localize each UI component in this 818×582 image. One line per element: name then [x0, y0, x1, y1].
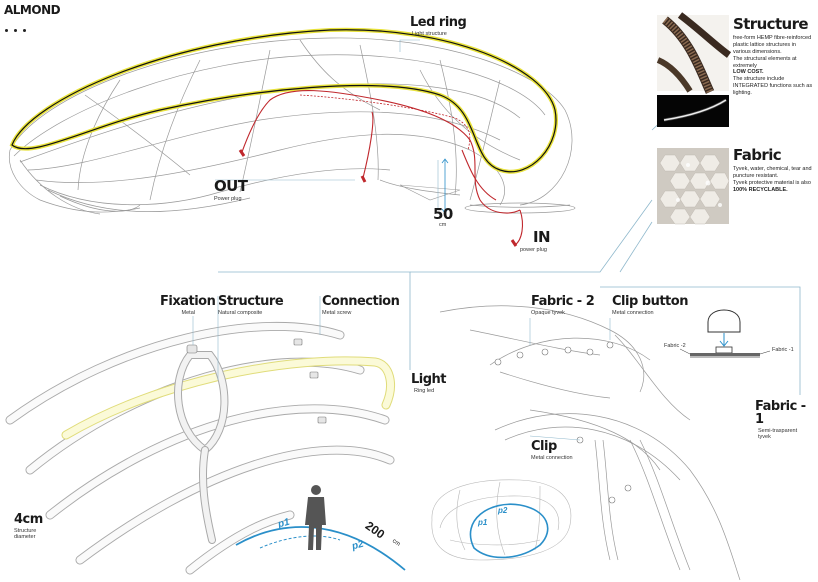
structure-panel: Structure free-form HEMP fibre-reinforce… [733, 17, 815, 97]
structure-detail-sub: Natural composite [218, 310, 263, 316]
out-label: OUT Power plug [214, 177, 248, 203]
clip-button-title: Clip button [612, 294, 688, 309]
p2-label-right: p2 [498, 506, 508, 515]
out-title: OUT [214, 177, 248, 195]
diameter-label: 4cm Structure diameter [14, 513, 44, 540]
led-ring [9, 27, 558, 174]
power-cables [241, 89, 524, 246]
fixation-sub: Metal [181, 310, 195, 316]
fabric1-small-label: Fabric -1 [772, 347, 794, 353]
fabric1-label: Fabric - 1 Semi-trasparent tyvek [755, 400, 818, 440]
structure-photo [656, 12, 732, 94]
fabric2-title: Fabric - 2 [531, 294, 595, 309]
light-sub: Ring led [414, 388, 435, 394]
clip-buttons [494, 341, 632, 504]
height-label: 50 cm [433, 205, 453, 229]
p1-label-right: p1 [478, 518, 488, 527]
structure-desc-4: The structure include INTEGRATED functio… [733, 76, 813, 96]
fabric2-label: Fabric - 2 Opaque tyvek [531, 294, 595, 316]
height-value: 50 [433, 205, 453, 223]
structure-title: Structure [733, 15, 809, 33]
page-title: ALMOND [4, 3, 61, 17]
led-strip-photo [657, 95, 729, 127]
led-ring-title: Led ring [410, 15, 467, 30]
person-silhouette [305, 485, 326, 550]
structure-desc-2: The structural elements at extremely [733, 55, 797, 69]
clip-label: Clip Metal connection [531, 440, 573, 461]
clip-button-section [679, 309, 771, 358]
fabric1-title: Fabric - 1 [755, 399, 806, 427]
diameter-title: 4cm [14, 512, 43, 527]
structure-desc-3: LOW COST. [733, 69, 764, 76]
fabric2-small-label: Fabric -2 [664, 343, 686, 349]
height-unit: cm [439, 222, 447, 228]
structure-desc-1: free-form HEMP fibre-reinforced plastic … [733, 35, 812, 55]
connection-label: Connection Metal screw [322, 294, 400, 316]
fabric-title: Fabric [733, 146, 782, 164]
in-sub: power plug [520, 247, 547, 253]
diameter-sub: Structure diameter [14, 528, 37, 541]
tube-structure [5, 321, 395, 575]
fabric-structure [439, 305, 741, 581]
fabric2-sub: Opaque tyvek [531, 310, 565, 316]
out-sub: Power plug [214, 196, 242, 202]
clip-button-sub: Metal connection [612, 310, 654, 316]
clip-button-label: Clip button Metal connection [612, 295, 688, 316]
light-title: Light [411, 372, 447, 387]
fixation-label: Fixation Metal [160, 294, 216, 316]
connectors [186, 338, 327, 424]
in-label: IN power plug [506, 228, 551, 254]
light-label: Light Ring led [411, 372, 447, 394]
connection-title: Connection [322, 294, 400, 309]
fabric-photo [657, 148, 730, 225]
fabric-panel: Fabric Tyvek, water, chemical, tear and … [733, 148, 815, 194]
led-ring-label: Led ring Light structure [410, 15, 467, 37]
clip-title: Clip [531, 439, 557, 454]
fabric1-sub: Semi-trasparent tyvek [758, 428, 798, 441]
fabric-desc-2: Tyvek protective material is also [733, 179, 811, 186]
led-ring-sub: Light structure [412, 31, 447, 37]
small-overview [431, 479, 572, 561]
overview-lattice [8, 37, 573, 215]
fabric-desc-1: Tyvek, water, chemical, tear and punctur… [733, 166, 812, 179]
fixation-title: Fixation [160, 294, 216, 309]
clip-sub: Metal connection [531, 455, 573, 461]
connection-sub: Metal screw [322, 310, 352, 316]
in-title: IN [533, 228, 551, 246]
structure-detail-title: Structure [218, 294, 284, 309]
title-dots [5, 19, 32, 37]
fabric-desc-3: 100% RECYCLABLE. [733, 186, 788, 193]
structure-detail-label: Structure Natural composite [218, 294, 284, 316]
